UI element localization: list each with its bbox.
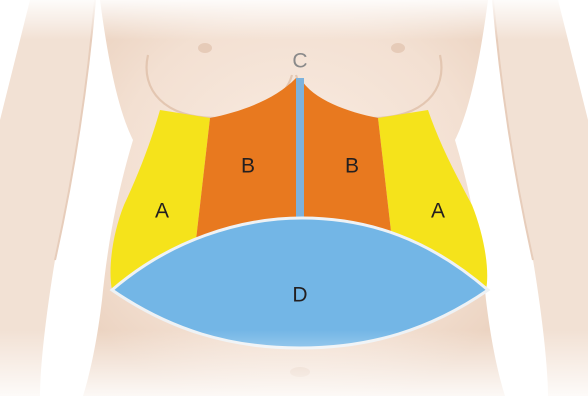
bottom-fade: [0, 330, 588, 396]
left-nipple: [198, 43, 212, 53]
zone-c-label: C: [292, 50, 307, 73]
zone-a-left-label: A: [155, 200, 169, 223]
zone-b-right-label: B: [345, 155, 359, 178]
right-nipple: [391, 43, 405, 53]
zone-a-right-label: A: [431, 200, 445, 223]
zone-b-left-label: B: [241, 155, 255, 178]
zone-d-label: D: [292, 284, 307, 307]
zone-c: [296, 78, 304, 222]
top-fade: [0, 0, 588, 40]
